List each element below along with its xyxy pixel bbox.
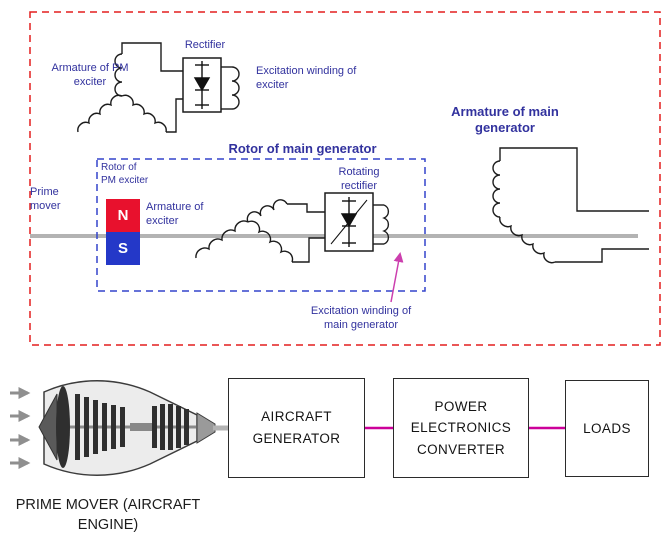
dashed-red-frame	[29, 11, 661, 346]
rotor-pm-exciter-label: Rotor of PM exciter	[101, 162, 149, 186]
rotating-rectifier-box	[324, 192, 374, 252]
exciter-excitation-winding	[221, 66, 240, 110]
rotor-dashed-box	[96, 158, 426, 292]
armature-pm-exciter-label: Armature of PM exciter	[51, 62, 129, 88]
rectifier-diode-icon	[193, 61, 211, 109]
prime-mover-caption: PRIME MOVER (AIRCRAFT ENGINE)	[15, 497, 201, 533]
engine-compressor-blades	[75, 394, 125, 460]
rotor-main-generator-label: Rotor of main generator	[228, 141, 377, 156]
excitation-winding-exciter-label: Excitation winding of exciter	[256, 65, 357, 91]
armature-exciter-label: Armature of exciter	[146, 201, 204, 227]
rectifier-label: Rectifier	[184, 39, 226, 51]
rotating-rectifier-diode-icon	[330, 197, 368, 247]
rotating-rectifier-label: Rotating rectifier	[338, 166, 380, 192]
engine-turbine-blades	[152, 404, 189, 450]
exciter-armature-winding	[195, 199, 325, 263]
main-armature-winding	[492, 147, 649, 264]
loads-block: LOADS	[565, 380, 649, 477]
engine-fan-disk	[56, 386, 70, 468]
main-excitation-winding	[373, 204, 390, 245]
pm-magnet-south: S	[106, 232, 140, 265]
aircraft-generator-block: AIRCRAFT GENERATOR	[228, 378, 365, 478]
excitation-winding-main-generator-label: Excitation winding of main generator	[310, 305, 412, 331]
pm-magnet-north: N	[106, 199, 140, 232]
jet-engine-illustration	[38, 380, 216, 476]
pm-exciter-armature-winding	[77, 42, 183, 133]
power-electronics-converter-block: POWER ELECTRONICS CONVERTER	[393, 378, 529, 478]
prime-mover-label: Prime mover	[30, 186, 61, 212]
intake-arrows	[10, 387, 31, 469]
excitation-pointer-arrow	[390, 252, 404, 303]
armature-main-generator-label: Armature of main generator	[451, 104, 559, 136]
rectifier-box	[182, 57, 222, 113]
